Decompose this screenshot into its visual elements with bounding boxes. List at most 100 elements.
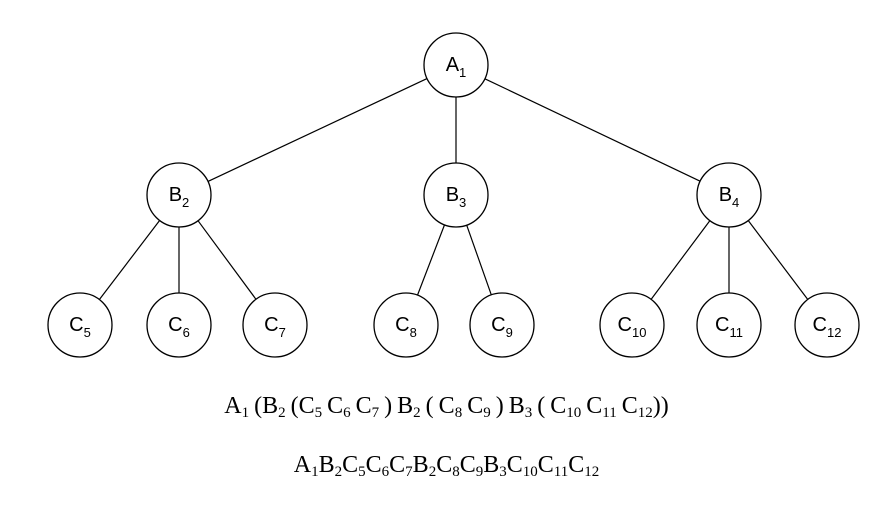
caption-token: C8: [436, 452, 460, 480]
node-label: C10: [618, 314, 647, 340]
caption-symbol: ): [384, 393, 393, 419]
caption-subscript: 12: [584, 464, 600, 480]
caption-subscript: 2: [413, 405, 421, 421]
caption-token: (: [426, 393, 434, 419]
caption-token: C9: [467, 393, 491, 421]
caption-symbol: C: [586, 393, 603, 419]
caption-symbol: C: [568, 452, 585, 478]
caption-symbol: A: [293, 452, 312, 478]
node-circle: [47, 292, 113, 358]
edge-b2-c7: [197, 220, 257, 300]
node-label: C12: [813, 314, 842, 340]
caption-token: C6: [366, 452, 390, 480]
node-letter: C: [395, 314, 409, 336]
node-subscript: 12: [827, 325, 841, 340]
node-letter: C: [69, 314, 83, 336]
caption-symbol: C: [389, 452, 406, 478]
node-letter: C: [168, 314, 182, 336]
tree-edges: [98, 78, 809, 300]
edge-b3-c9: [466, 225, 492, 295]
caption-subscript: 3: [524, 405, 533, 421]
caption-symbol: (B: [254, 393, 279, 419]
node-letter: B: [719, 184, 732, 206]
node-circle: [696, 292, 762, 358]
caption-subscript: 5: [358, 464, 366, 480]
caption-token: B2: [412, 452, 437, 480]
caption-symbol: C: [621, 393, 638, 419]
caption-subscript: 11: [553, 464, 569, 480]
node-label: A1: [446, 54, 467, 80]
caption-symbol: (C: [290, 393, 315, 419]
node-subscript: 1: [459, 65, 466, 80]
caption-subscript: 1: [241, 405, 250, 421]
node-subscript: 6: [183, 325, 190, 340]
node-subscript: 7: [279, 325, 286, 340]
caption-symbol: C: [467, 393, 484, 419]
caption-token: (C5: [290, 393, 323, 421]
caption-token: C5: [342, 452, 366, 480]
caption-subscript: 2: [278, 405, 286, 421]
node-a1: A1: [423, 32, 489, 98]
caption-subscript: 1: [311, 464, 319, 480]
caption-token: ): [384, 393, 392, 419]
node-circle: [423, 32, 489, 98]
node-letter: B: [169, 184, 182, 206]
edge-b4-c12: [747, 220, 809, 300]
caption-token: )): [653, 393, 669, 419]
flat-notation: A1B2C5C6C7B2C8C9B3C10C11C12: [0, 452, 893, 480]
node-label: C8: [395, 314, 417, 340]
caption-symbol: B: [483, 452, 500, 478]
caption-subscript: 8: [454, 405, 463, 421]
caption-token: A1: [293, 452, 319, 480]
node-circle: [794, 292, 860, 358]
caption-token: C11: [538, 452, 569, 480]
node-letter: C: [813, 314, 827, 336]
node-letter: C: [264, 314, 278, 336]
caption-token: C9: [459, 452, 484, 480]
node-circle: [146, 292, 212, 358]
caption-symbol: C: [436, 452, 453, 478]
node-circle: [696, 162, 762, 228]
caption-token: C6: [327, 393, 351, 421]
node-c9: C9: [469, 292, 535, 358]
node-c11: C11: [696, 292, 762, 358]
node-subscript: 3: [459, 195, 466, 210]
caption-symbol: B: [508, 393, 525, 419]
edge-a1-b2: [207, 78, 428, 182]
node-label: B4: [719, 184, 740, 210]
node-subscript: 4: [732, 195, 739, 210]
caption-symbol: ): [495, 393, 504, 419]
edge-b2-c5: [98, 220, 161, 300]
caption-subscript: 2: [428, 464, 437, 480]
caption-token: B3: [508, 393, 533, 421]
caption-symbol: C: [459, 452, 476, 478]
node-letter: C: [715, 314, 729, 336]
node-subscript: 9: [506, 325, 513, 340]
caption-subscript: 2: [334, 464, 343, 480]
caption-symbol: C: [506, 452, 523, 478]
caption-token: C10: [550, 393, 581, 421]
node-subscript: 10: [632, 325, 646, 340]
node-label: C6: [168, 314, 190, 340]
caption-token: A1: [224, 393, 250, 421]
caption-symbol: C: [355, 393, 372, 419]
caption-token: B3: [483, 452, 507, 480]
edge-a1-b4: [484, 78, 701, 182]
caption-symbol: B: [397, 393, 414, 419]
caption-subscript: 12: [637, 405, 653, 421]
caption-symbol: )): [652, 393, 669, 419]
node-circle: [242, 292, 308, 358]
caption-token: C10: [506, 452, 538, 480]
caption-symbol: B: [318, 452, 335, 478]
node-circle: [146, 162, 212, 228]
node-label: C5: [69, 314, 91, 340]
caption-symbol: C: [550, 393, 567, 419]
edge-b4-c10: [650, 220, 711, 300]
caption-symbol: B: [412, 452, 429, 478]
node-label: C11: [715, 314, 743, 340]
caption-subscript: 3: [499, 464, 507, 480]
node-subscript: 2: [182, 195, 189, 210]
caption-subscript: 5: [314, 405, 323, 421]
